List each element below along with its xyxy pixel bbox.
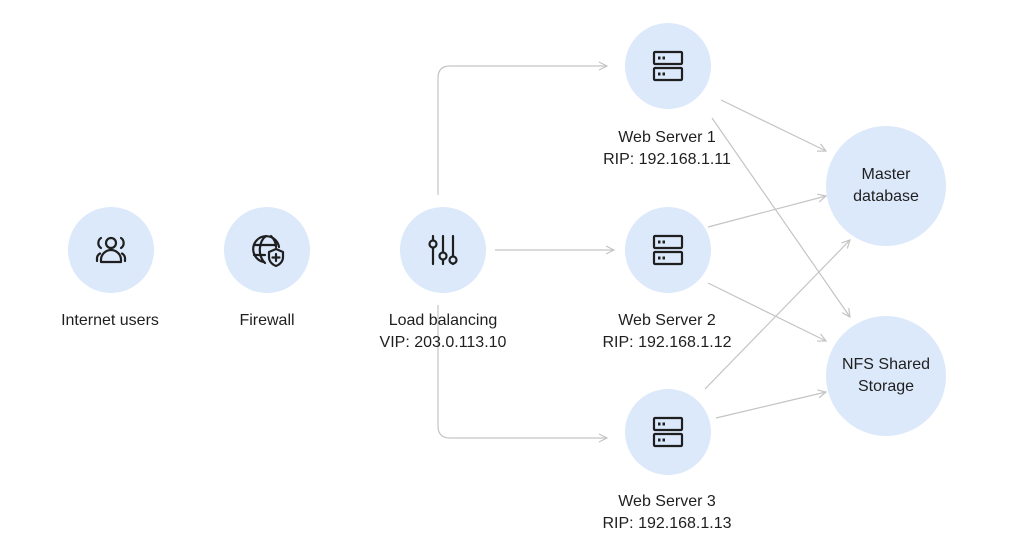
internet-users-node[interactable] [68, 207, 154, 293]
nfs-storage-line2: Storage [857, 378, 915, 395]
server-icon [652, 50, 684, 82]
nfs-storage-label: NFS Shared Storage [842, 354, 930, 398]
nfs-storage-line1: NFS Shared [841, 356, 931, 373]
sliders-icon [428, 234, 458, 266]
users-icon [95, 236, 127, 264]
load-balancer-vip: VIP: 203.0.113.10 [379, 334, 507, 351]
web-server-2-label: Web Server 2 RIP: 192.168.1.12 [567, 310, 767, 354]
server-icon [652, 416, 684, 448]
internet-users-label: Internet users [10, 310, 210, 332]
internet-users-title: Internet users [61, 312, 159, 329]
web-server-3-title: Web Server 3 [618, 493, 716, 510]
load-balancer-title: Load balancing [388, 312, 498, 329]
web-server-1-label: Web Server 1 RIP: 192.168.1.11 [567, 127, 767, 171]
firewall-label: Firewall [167, 310, 367, 332]
web-server-3-label: Web Server 3 RIP: 192.168.1.13 [567, 491, 767, 535]
web-server-2-node[interactable] [625, 207, 711, 293]
edge-ws3-to-nfs [715, 392, 826, 419]
load-balancer-label: Load balancing VIP: 203.0.113.10 [343, 310, 543, 354]
web-server-2-title: Web Server 2 [618, 312, 716, 329]
firewall-title: Firewall [239, 312, 295, 329]
web-server-2-rip: RIP: 192.168.1.12 [602, 334, 732, 351]
master-database-node[interactable]: Master database [826, 126, 946, 246]
globe-shield-icon [252, 234, 285, 268]
edge-ws2-to-master-db [707, 196, 826, 228]
web-server-1-rip: RIP: 192.168.1.11 [603, 151, 731, 168]
master-database-line1: Master [861, 166, 911, 183]
master-database-line2: database [853, 188, 919, 205]
web-server-1-node[interactable] [625, 23, 711, 109]
master-database-label: Master database [853, 164, 919, 208]
firewall-node[interactable] [224, 207, 310, 293]
web-server-1-title: Web Server 1 [618, 129, 716, 146]
web-server-3-rip: RIP: 192.168.1.13 [602, 515, 732, 532]
web-server-3-node[interactable] [625, 389, 711, 475]
server-icon [652, 234, 684, 266]
load-balancer-node[interactable] [400, 207, 486, 293]
nfs-storage-node[interactable]: NFS Shared Storage [826, 316, 946, 436]
